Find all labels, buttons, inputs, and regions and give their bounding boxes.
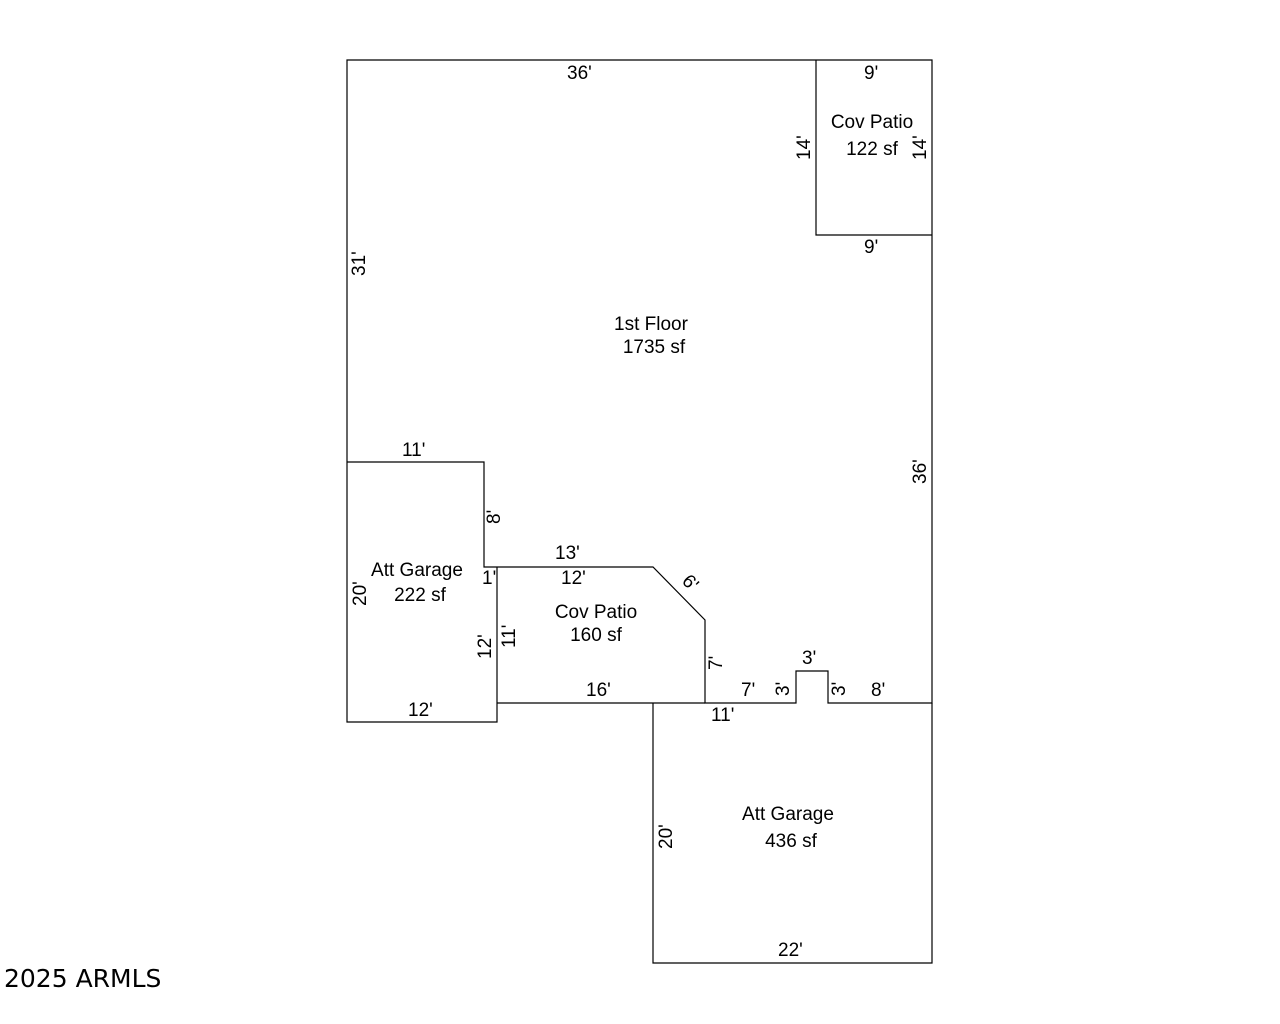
garage-left-name: Att Garage	[371, 560, 463, 581]
dim-garage-l-top: 11'	[402, 440, 425, 461]
dim-garage-l-side: 8'	[484, 510, 505, 524]
dim-garage-l-inner: 12'	[475, 634, 496, 659]
dim-bump-up-l: 3'	[773, 682, 794, 696]
first-floor-name: 1st Floor	[614, 314, 689, 335]
cov-patio-top-name: Cov Patio	[831, 112, 913, 133]
watermark: 2025 ARMLS	[4, 964, 161, 993]
dim-cp-top-inner: 12'	[561, 568, 586, 589]
first-floor-area: 1735 sf	[623, 337, 686, 358]
dim-cp-left: 11'	[499, 625, 520, 648]
dim-patio-bottom: 9'	[864, 237, 878, 258]
dim-left: 31'	[349, 251, 370, 276]
dim-patio-top: 9'	[864, 63, 878, 84]
garage-right-area: 436 sf	[765, 831, 817, 852]
dim-garage-r-left: 20'	[656, 824, 677, 849]
first-floor-outline	[346, 59, 933, 704]
garage-left-outline	[346, 462, 498, 723]
dim-cp-bottom: 16'	[586, 680, 611, 701]
dim-garage-l-left: 20'	[350, 581, 371, 606]
cov-patio-top-outline	[815, 60, 932, 236]
garage-left-area: 222 sf	[394, 585, 446, 606]
dim-bump-top: 3'	[802, 648, 816, 669]
dim-garage-l-bottom: 12'	[408, 700, 433, 721]
dim-right: 36'	[910, 459, 931, 484]
cov-patio-top-area: 122 sf	[846, 139, 898, 160]
dim-patio-left: 14'	[794, 135, 815, 160]
dim-top: 36'	[567, 63, 592, 84]
dim-garage-r-top: 11'	[711, 705, 734, 726]
dim-patio-right: 14'	[910, 135, 931, 160]
dim-cp-diag: 6'	[677, 571, 702, 596]
dim-bump-right-run: 8'	[871, 680, 885, 701]
dim-garage-l-step: 1'	[482, 568, 496, 589]
dim-bump-up-r: 3'	[829, 682, 850, 696]
cov-patio-mid-name: Cov Patio	[555, 602, 637, 623]
dim-garage-r-bottom: 22'	[778, 940, 803, 961]
cov-patio-mid-area: 160 sf	[570, 625, 622, 646]
dim-cp-right: 7'	[706, 656, 727, 670]
dim-cp-top-outer: 13'	[555, 543, 580, 564]
dim-bump-left-run: 7'	[741, 680, 755, 701]
garage-right-name: Att Garage	[742, 804, 834, 825]
garage-right-outline	[652, 703, 933, 964]
